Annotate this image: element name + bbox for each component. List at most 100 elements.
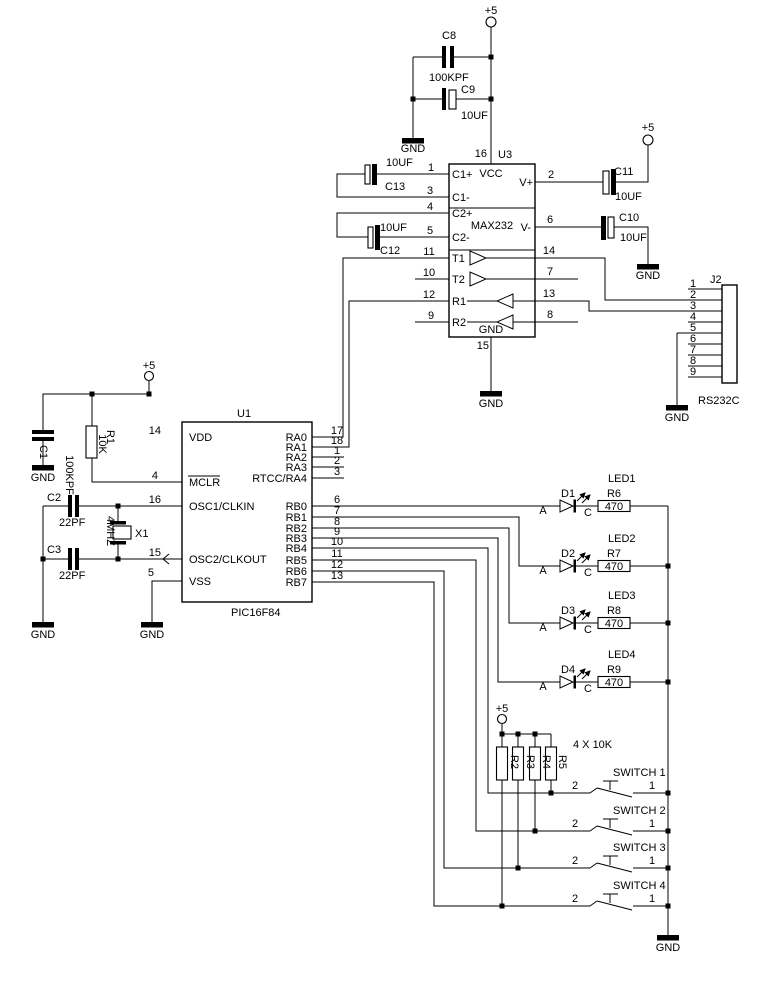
led-emission-arrow-icon: [581, 494, 591, 504]
j2-ref: J2: [710, 274, 722, 286]
gnd-icon: [32, 622, 54, 628]
j2-pin-num: 3: [690, 300, 696, 312]
u1-pin-name: RB4: [286, 543, 307, 555]
switch-title: SWITCH 3: [613, 842, 666, 854]
cap-c8-value: 100KPF: [429, 72, 469, 84]
wire: [312, 456, 590, 907]
switch-icon: [589, 855, 633, 873]
resistor-ref: R3: [524, 755, 536, 769]
u3-pin-num: 4: [427, 201, 433, 213]
cap-c10-ref: C10: [619, 212, 639, 224]
u3-pin-num: 3: [427, 185, 433, 197]
t2-driver-icon: [469, 271, 488, 287]
u3-pin-name: C1-: [452, 192, 470, 204]
switch-row-3: SWITCH 3 2 1: [572, 842, 668, 873]
u1-pic16f84: U1 PIC16F84 VDD MCLR OSC1/CLKIN OSC2/CLK…: [148, 408, 590, 907]
u1-pin-name: RB0: [286, 501, 307, 513]
u1-pin-name: OSC1/CLKIN: [189, 501, 254, 513]
u3-pin-num: 6: [547, 214, 553, 226]
resistor-body: [597, 675, 631, 689]
cap-plate: [607, 216, 615, 239]
u3-pin-num: 14: [543, 245, 555, 257]
switch-title: SWITCH 1: [613, 767, 666, 779]
led-emission-arrow-icon: [581, 670, 591, 680]
crystal-x1-body: [112, 525, 132, 540]
cap-c10: C10 10UF GND: [601, 212, 660, 282]
switch-pin-num: 2: [572, 893, 578, 905]
u3-pin-num: 8: [547, 309, 553, 321]
junction-dots: [40, 54, 671, 909]
resistor-ref: R6: [607, 488, 621, 500]
switch-pin-num: 1: [649, 818, 655, 830]
u3-pin15-num: 15: [477, 340, 489, 352]
cap-c2-value: 22PF: [59, 517, 86, 529]
led-title: LED4: [608, 649, 636, 661]
led-title: LED1: [608, 473, 636, 485]
resistor-r1-value: 10K: [96, 434, 108, 454]
cathode-label: C: [584, 683, 592, 695]
gnd-label: GND: [479, 398, 504, 410]
r1-receiver-icon: [495, 293, 514, 309]
switch-icon: [589, 893, 633, 911]
gnd-label: GND: [636, 270, 661, 282]
cap-c1-plate: [32, 430, 54, 434]
crystal-plate: [110, 521, 126, 525]
anode-label: A: [539, 681, 547, 693]
j2-pin-num: 6: [690, 333, 696, 345]
resistor-body: [511, 746, 525, 781]
j2-pin-num: 8: [690, 355, 696, 367]
resistor-ref: R2: [508, 755, 520, 769]
u3-pin-num: 1: [428, 162, 434, 174]
led-emission-arrow-icon: [576, 609, 586, 619]
cap-c10-value: 10UF: [620, 232, 647, 244]
switch-title: SWITCH 2: [613, 805, 666, 817]
u3-pin-name: C1+: [452, 169, 473, 181]
cap-c1-value: 100KPF: [63, 455, 75, 495]
j2-pin-num: 9: [690, 366, 696, 378]
u1-pin-name: RA1: [286, 442, 307, 454]
vcc-terminal-icon: [496, 713, 508, 725]
gnd-rail: GND: [656, 506, 680, 954]
u1-pin-name: RA3: [286, 462, 307, 474]
u1-pin-name: RB2: [286, 523, 307, 535]
led-emission-arrow-icon: [576, 492, 586, 502]
j2-pin-num: 1: [690, 278, 696, 290]
switch-row-2: SWITCH 2 2 1: [572, 805, 668, 836]
u3-pin-num: 9: [428, 310, 434, 322]
u1-pin-num: 17: [331, 425, 343, 437]
vcc-terminal-icon: [143, 370, 155, 382]
j2-pin-num: 5: [690, 322, 696, 334]
resistor-ref: R9: [607, 664, 621, 676]
u1-pin-name: VSS: [189, 576, 211, 588]
j2-type-label: RS232C: [698, 395, 740, 407]
j2-pin-num: 7: [690, 344, 696, 356]
cap-c9-value: 10UF: [461, 110, 488, 122]
cap-c11-ref: C11: [614, 166, 633, 178]
u1-pin-name: RA0: [286, 432, 307, 444]
vcc-label: +5: [485, 5, 498, 17]
cap-c13: 10UF C13: [364, 157, 413, 193]
diode-ref: D2: [561, 548, 575, 560]
led-cathode-bar: [573, 499, 576, 513]
cap-c8-plate: [442, 46, 446, 68]
resistor-body: [528, 746, 542, 781]
u1-pin-name: RB7: [286, 577, 307, 589]
led-title: LED2: [608, 533, 636, 545]
u3-pin-name: C2+: [452, 208, 473, 220]
gnd-icon: [637, 264, 659, 270]
top-filter-circuit: +5 C8 100KPF C9 10UF GND: [401, 5, 498, 164]
t1-driver-icon: [469, 250, 488, 266]
u3-pin-num: 12: [423, 289, 435, 301]
gnd-label: GND: [140, 629, 165, 641]
u1-pin-num: 14: [149, 425, 161, 437]
u1-pin-num: 13: [331, 570, 343, 582]
cap-c3-ref: C3: [47, 544, 61, 556]
cathode-label: C: [584, 624, 592, 636]
cathode-label: C: [584, 507, 592, 519]
j2-pin-num: 4: [690, 311, 696, 323]
cap-plate: [375, 225, 380, 250]
u1-pin-name: RB1: [286, 512, 307, 524]
resistor-value: 470: [605, 561, 623, 573]
